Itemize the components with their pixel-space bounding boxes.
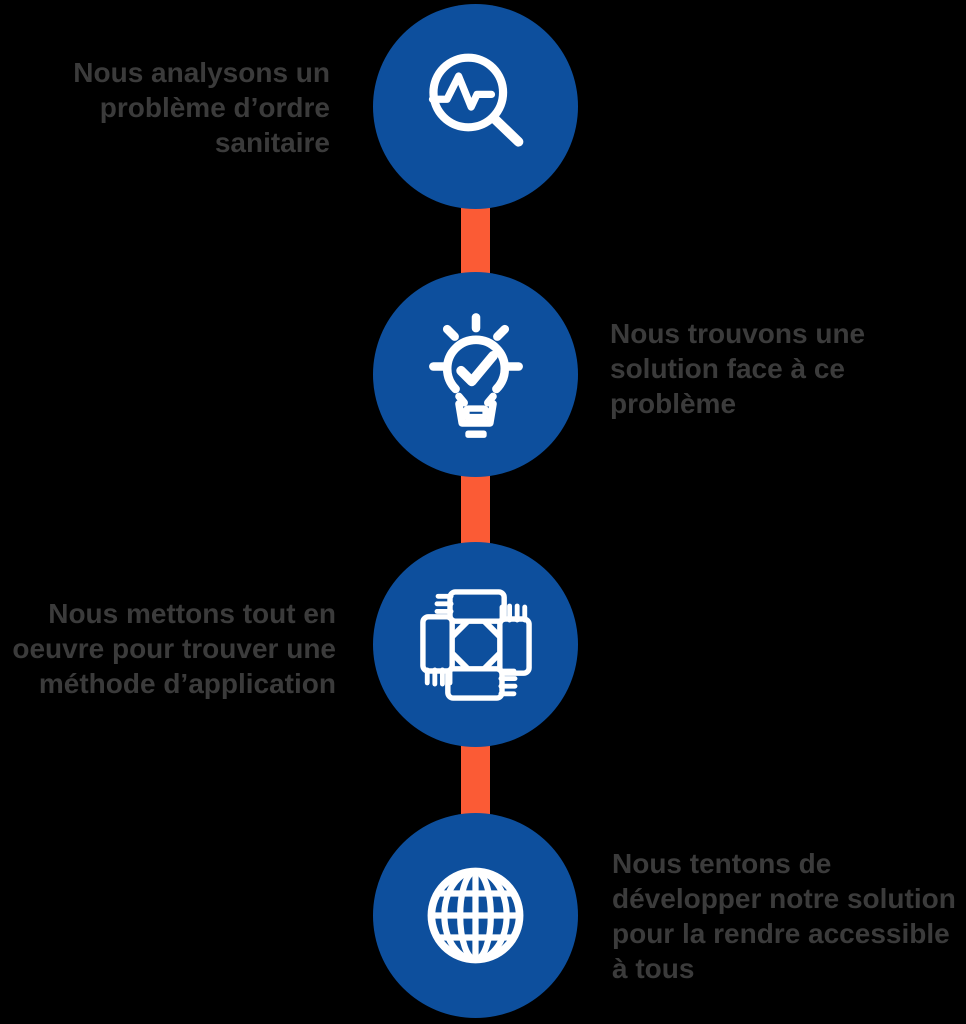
label-line: méthode d’application <box>38 668 336 699</box>
step-4-label: Nous tentons de développer notre solutio… <box>612 846 965 986</box>
label-line: Nous analysons un <box>73 57 330 88</box>
label-line: pour la rendre accessible <box>612 918 950 949</box>
label-line: à tous <box>612 953 695 984</box>
label-line: solution face à ce <box>610 353 845 384</box>
step-2-label: Nous trouvons une solution face à ce pro… <box>610 316 958 421</box>
step-2-circle <box>373 272 578 477</box>
step-4-circle <box>373 813 578 1018</box>
label-line: oeuvre pour trouver une <box>12 633 336 664</box>
lightbulb-check-icon <box>428 312 523 438</box>
label-line: Nous mettons tout en <box>48 598 336 629</box>
label-line: développer notre solution <box>612 883 956 914</box>
timeline-connector <box>461 106 490 916</box>
magnifier-pulse-icon <box>428 53 523 147</box>
step-1-circle <box>373 4 578 209</box>
four-hands-icon <box>411 588 541 710</box>
label-line: problème <box>610 388 737 419</box>
step-3-circle <box>373 542 578 747</box>
step-3-label: Nous mettons tout en oeuvre pour trouver… <box>6 596 336 701</box>
label-line: sanitaire <box>214 127 330 158</box>
step-1-label: Nous analysons un problème d’ordre sanit… <box>10 55 330 160</box>
label-line: problème d’ordre <box>99 92 330 123</box>
label-line: Nous trouvons une <box>610 318 866 349</box>
globe-icon <box>427 867 524 964</box>
label-line: Nous tentons de <box>612 848 832 879</box>
